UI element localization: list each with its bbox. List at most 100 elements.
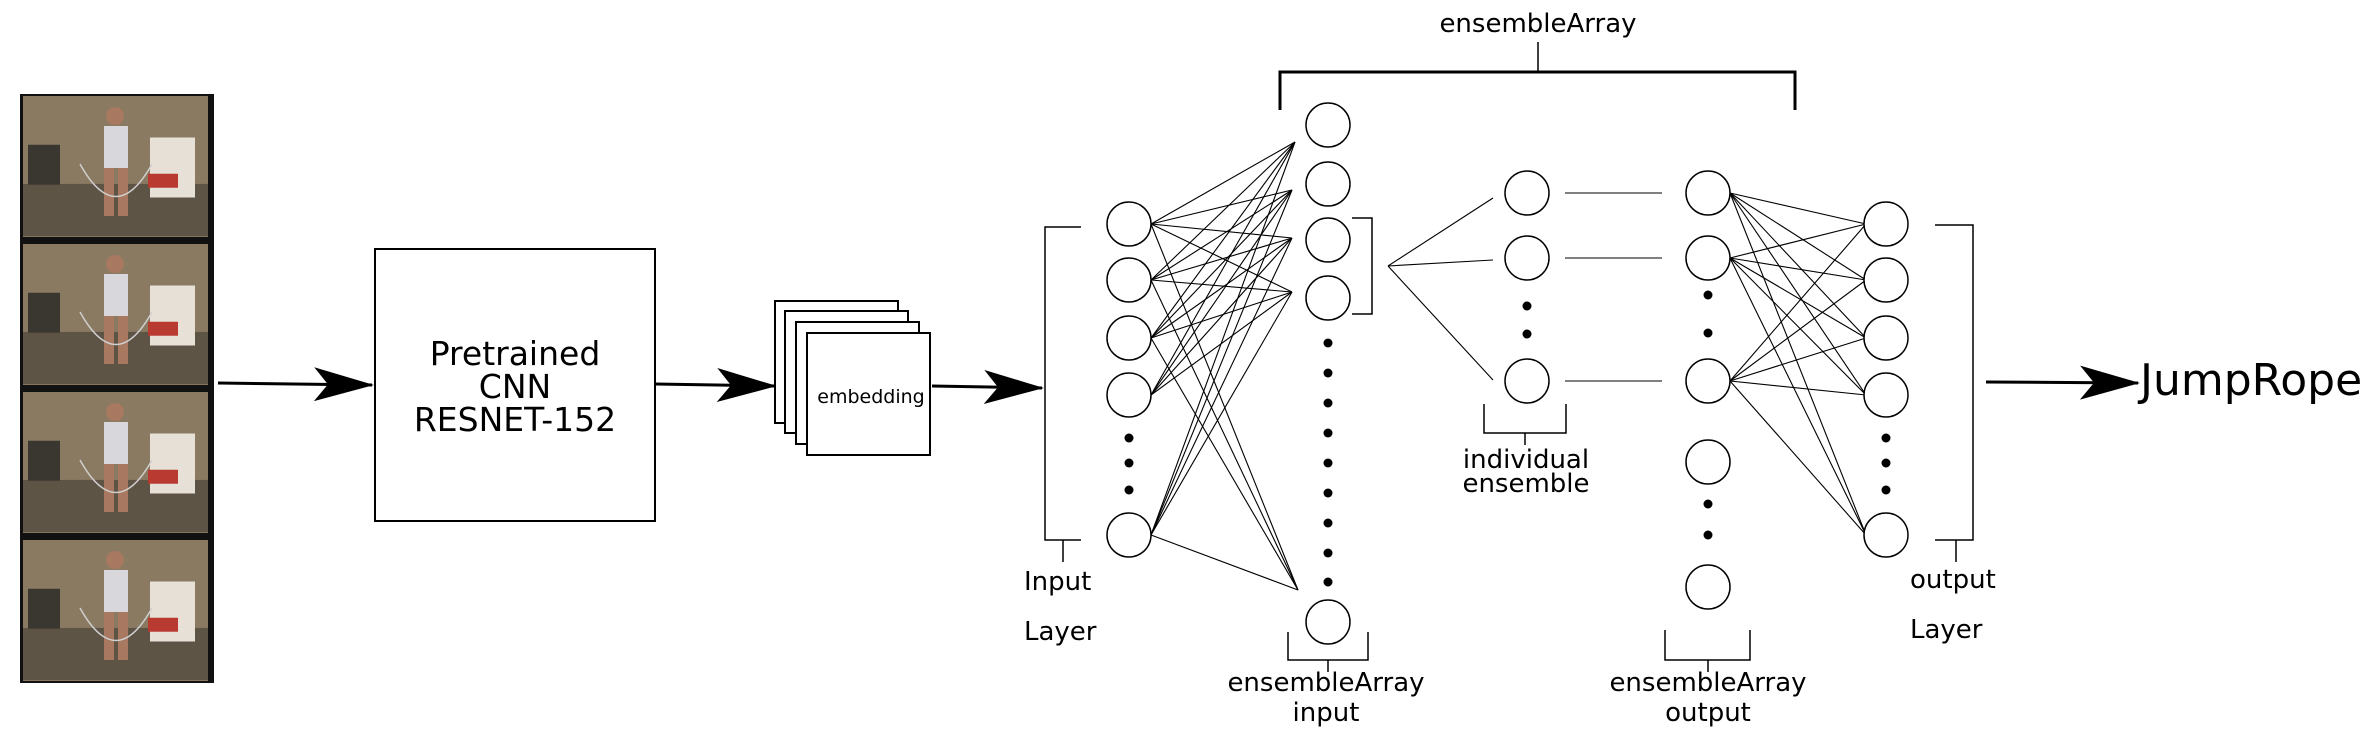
ellipsis-dot bbox=[1881, 485, 1891, 495]
input-neuron bbox=[1106, 372, 1152, 418]
person-leg bbox=[118, 464, 128, 512]
connection-line bbox=[1150, 223, 1293, 239]
ellipsis-dot bbox=[1323, 338, 1333, 348]
output-neuron bbox=[1863, 512, 1909, 558]
frame-prop-red bbox=[148, 321, 178, 336]
connection-line bbox=[1150, 223, 1299, 591]
connection-line bbox=[1387, 197, 1494, 267]
indiv-ensemble-label-line1: individual bbox=[1463, 445, 1589, 475]
ellipsis-dot bbox=[1323, 428, 1333, 438]
arrow-cnn-to-embedding bbox=[654, 368, 777, 403]
input-neuron bbox=[1106, 512, 1152, 558]
cnn-box-line-1: Pretrained bbox=[430, 334, 601, 373]
ellipsis-dot bbox=[1881, 458, 1891, 468]
person-shirt bbox=[104, 126, 128, 168]
prediction-label: JumpRope bbox=[2137, 355, 2362, 406]
connection-line bbox=[1729, 337, 1867, 382]
connection-line bbox=[1150, 237, 1293, 281]
person-leg bbox=[104, 464, 114, 512]
connection-line bbox=[1729, 223, 1867, 382]
connection-line bbox=[1150, 189, 1293, 225]
connection-line bbox=[1729, 257, 1867, 281]
individual-ensemble-neuron bbox=[1504, 235, 1550, 281]
individual-ensemble-neuron bbox=[1504, 358, 1550, 404]
video-frame bbox=[23, 244, 208, 385]
ellipsis-dot bbox=[1124, 485, 1134, 495]
ensemble-array-input-neuron bbox=[1305, 102, 1351, 148]
person-head bbox=[106, 107, 124, 125]
connection-line bbox=[1150, 141, 1296, 339]
ellipsis-dot bbox=[1703, 530, 1713, 540]
frame-prop-right bbox=[150, 285, 195, 346]
jump-rope bbox=[79, 311, 153, 346]
output-neuron bbox=[1863, 372, 1909, 418]
ellipsis-dot bbox=[1323, 518, 1333, 528]
output-layer-label-line2: Layer bbox=[1910, 615, 1983, 645]
video-frames bbox=[20, 94, 214, 683]
connection-line bbox=[1150, 189, 1293, 281]
connection-line bbox=[1150, 291, 1293, 339]
individual-ensemble: individual ensemble bbox=[1462, 404, 1590, 499]
frame-prop-left bbox=[28, 292, 60, 333]
indiv-ensemble-bracket bbox=[1483, 404, 1567, 434]
ensemble-array-output-neuron bbox=[1685, 564, 1731, 610]
person-head bbox=[106, 255, 124, 273]
person-leg bbox=[104, 612, 114, 660]
connection-line bbox=[1150, 141, 1296, 536]
ellipsis-dot bbox=[1323, 548, 1333, 558]
connection-line bbox=[1729, 279, 1867, 382]
connection-line bbox=[1729, 192, 1867, 281]
connection-line bbox=[1150, 141, 1296, 281]
connection-line bbox=[1150, 237, 1293, 339]
connection-line bbox=[1729, 192, 1867, 225]
arrow-frames-to-cnn bbox=[217, 367, 374, 402]
input-layer-label-line1: Input bbox=[1024, 567, 1091, 597]
nodes bbox=[1106, 102, 1909, 645]
ellipsis-dot bbox=[1522, 329, 1532, 339]
output-neuron bbox=[1863, 201, 1909, 247]
ensemble-array-label: ensembleArray bbox=[1439, 9, 1636, 39]
ensemble-array-input-neuron bbox=[1305, 217, 1351, 263]
person-leg bbox=[104, 316, 114, 364]
ensemble-array-bracket: ensembleArray bbox=[1278, 9, 1797, 110]
ensemble-array-input: ensembleArray input bbox=[1227, 217, 1425, 728]
input-neuron bbox=[1106, 257, 1152, 303]
video-frame bbox=[23, 392, 208, 533]
connection-line bbox=[1387, 265, 1494, 381]
ellipsis-dot bbox=[1522, 301, 1532, 311]
connection-line bbox=[1150, 141, 1296, 396]
ensemble-array-output-neuron bbox=[1685, 170, 1731, 216]
jump-rope bbox=[79, 163, 153, 198]
connection-line bbox=[1387, 259, 1494, 267]
cnn-box-line-2: CNN bbox=[479, 367, 551, 406]
frame-prop-red bbox=[148, 469, 178, 484]
ellipsis-dot bbox=[1881, 433, 1891, 443]
individual-ensemble-neuron bbox=[1504, 170, 1550, 216]
connection-line bbox=[1150, 237, 1293, 396]
ellipsis-dot bbox=[1323, 458, 1333, 468]
indiv-ensemble-label-line2: ensemble bbox=[1462, 469, 1589, 499]
cnn-box: Pretrained CNN RESNET-152 bbox=[374, 248, 656, 522]
person-shirt bbox=[104, 422, 128, 464]
ellipsis-dot bbox=[1323, 368, 1333, 378]
cnn-box-line-3: RESNET-152 bbox=[414, 400, 616, 439]
embedding-label: embedding bbox=[817, 386, 924, 408]
frame-prop-left bbox=[28, 144, 60, 185]
arrow-embedding-to-input bbox=[931, 369, 1044, 404]
ea-input-group-bracket bbox=[1352, 217, 1373, 315]
connection-line bbox=[1150, 337, 1299, 591]
ensemble-array-input-neuron bbox=[1305, 161, 1351, 207]
output-neuron bbox=[1863, 315, 1909, 361]
person-leg bbox=[118, 168, 128, 216]
connections bbox=[1150, 141, 1867, 591]
input-neuron bbox=[1106, 315, 1152, 361]
connection-line bbox=[1729, 380, 1867, 396]
connection-line bbox=[1729, 380, 1867, 536]
connection-line bbox=[1150, 534, 1299, 591]
output-layer-bracket bbox=[1935, 224, 1974, 541]
ellipsis-dot bbox=[1323, 577, 1333, 587]
frame-prop-left bbox=[28, 588, 60, 629]
connection-line bbox=[1729, 257, 1867, 339]
frame-prop-right bbox=[150, 433, 195, 494]
connection-line bbox=[1729, 257, 1867, 396]
